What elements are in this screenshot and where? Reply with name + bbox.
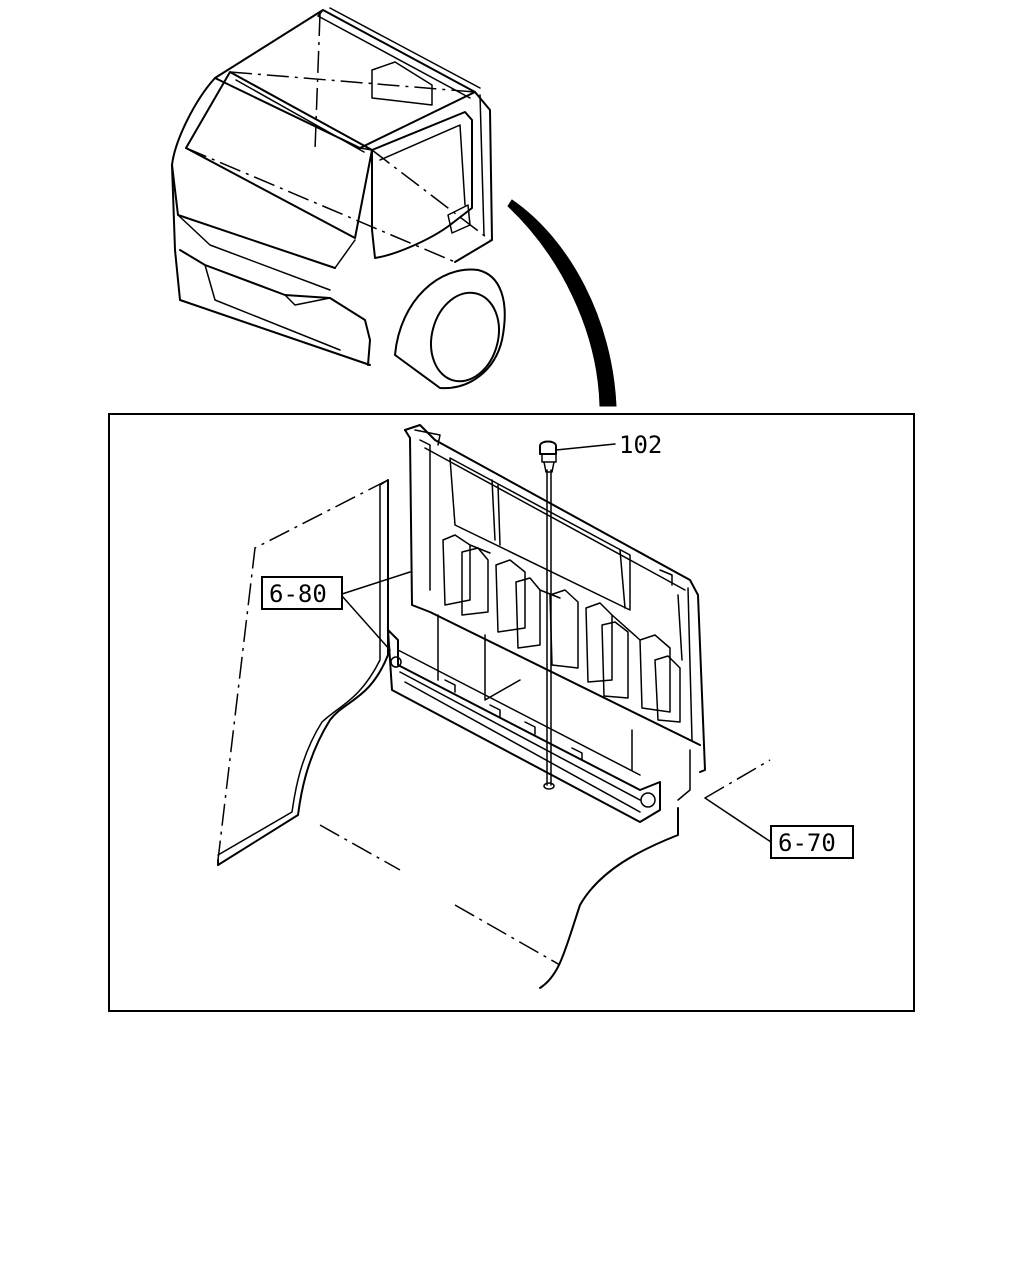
detail-frame (108, 413, 915, 1012)
callout-6-70[interactable]: 6-70 (704, 797, 854, 859)
callout-102[interactable]: 102 (555, 431, 662, 459)
rear-panel-detail (217, 424, 771, 989)
callout-6-80-box (261, 576, 343, 610)
truck-cab-overview (171, 7, 506, 390)
callout-6-80[interactable]: 6-80 (261, 571, 411, 651)
callout-6-70-label: 6-70 (778, 829, 836, 857)
callout-102-label: 102 (619, 431, 662, 459)
detail-connector-arc (507, 199, 617, 407)
callout-6-80-label: 6-80 (269, 580, 327, 608)
